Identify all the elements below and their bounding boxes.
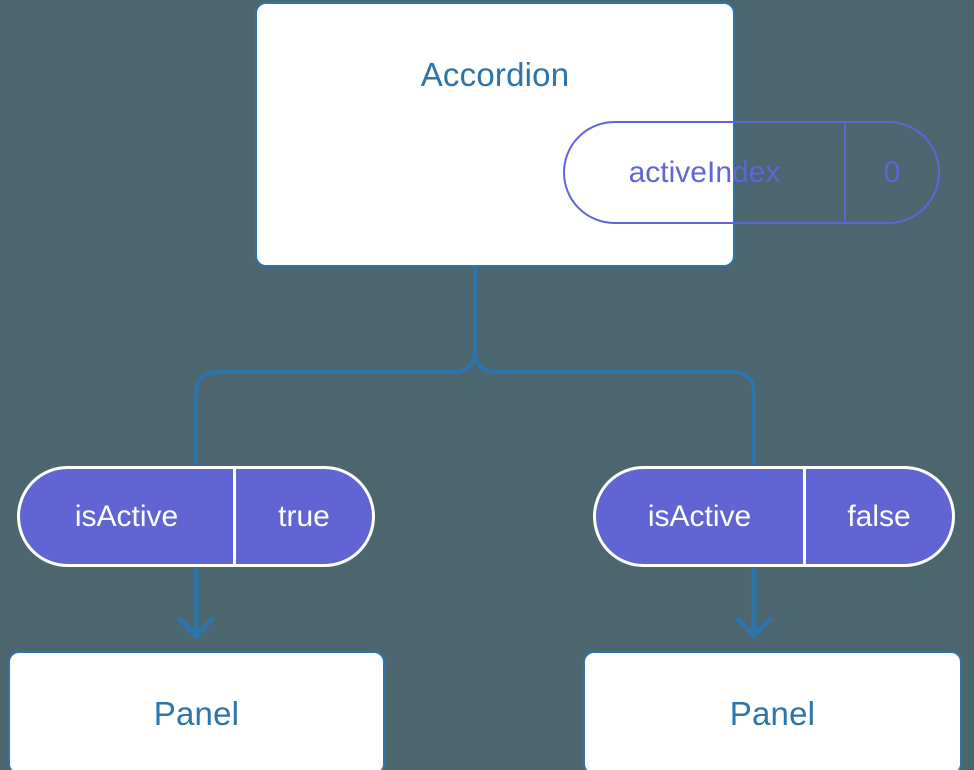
right-prop-isactive: isActive false [593, 466, 955, 567]
accordion-prop-activeindex: activeIndex 0 [563, 121, 940, 224]
left-prop-isactive: isActive true [17, 466, 375, 567]
prop-value: 0 [883, 155, 901, 189]
connector-root-to-left [194, 265, 477, 466]
connector-root-to-right [473, 265, 756, 466]
arrow-left-down [177, 567, 215, 639]
accordion-title: Accordion [420, 56, 570, 93]
prop-value: false [847, 499, 911, 533]
panel-title: Panel [153, 695, 240, 732]
prop-key: isActive [20, 469, 236, 564]
left-panel-node: Panel [8, 651, 385, 770]
arrow-right-down [735, 567, 773, 639]
panel-title: Panel [729, 695, 816, 732]
prop-key: activeIndex [565, 123, 846, 222]
right-panel-node: Panel [583, 651, 962, 770]
prop-key: isActive [596, 469, 806, 564]
accordion-node: Accordion activeIndex 0 [255, 2, 940, 267]
prop-value: true [278, 499, 330, 533]
